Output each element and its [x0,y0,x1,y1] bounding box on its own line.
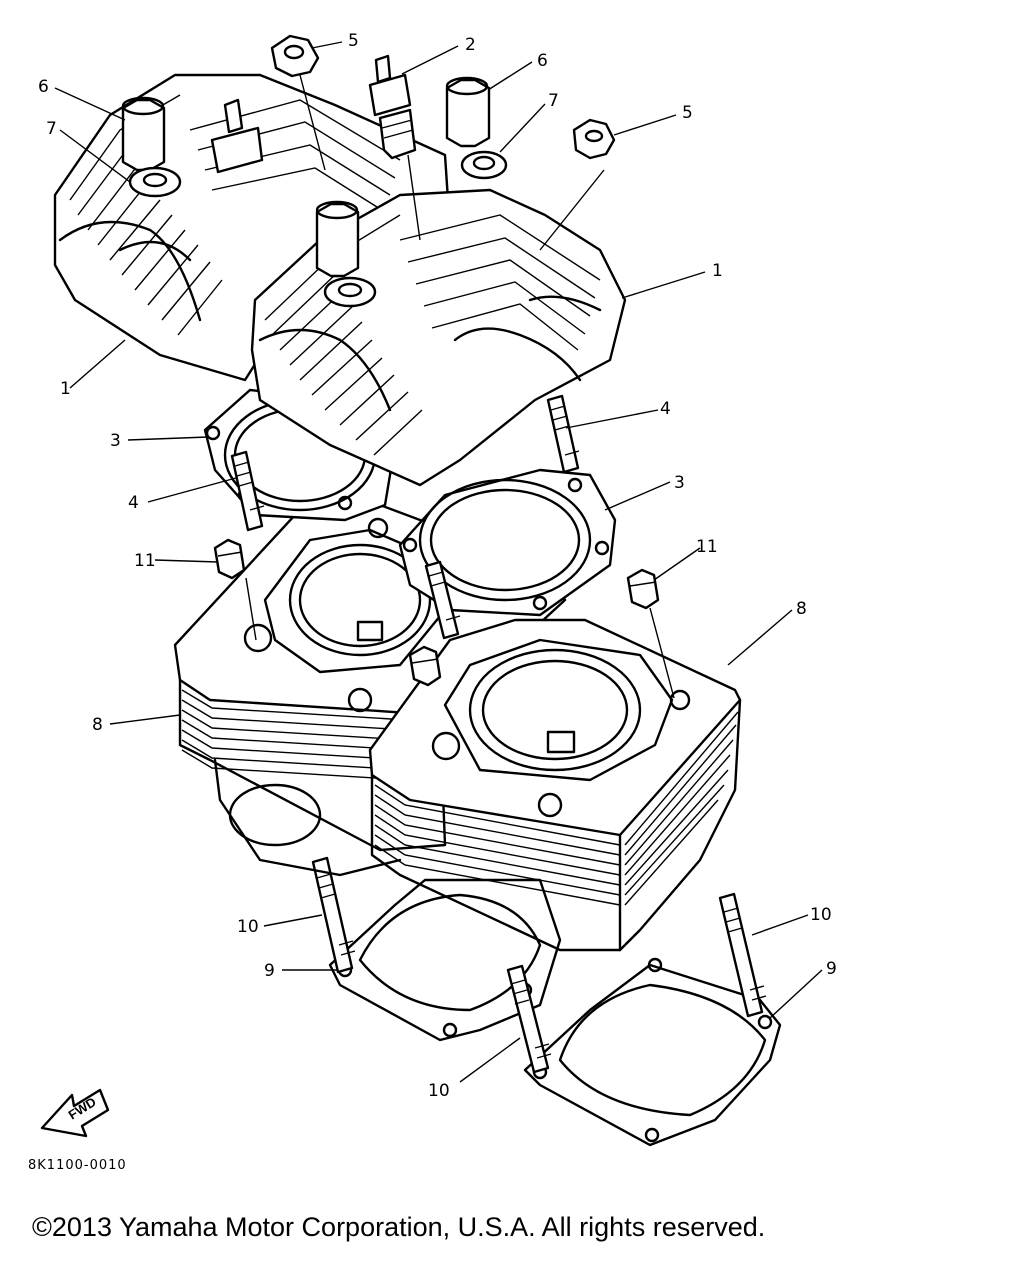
callout-8: 8 [92,715,103,735]
nut-5-top [270,34,320,78]
callout-10: 10 [237,917,259,937]
plug-bolt-center [408,645,442,687]
callout-1: 1 [60,379,71,399]
leader-lines [54,41,823,1083]
copyright-notice: ©2013 Yamaha Motor Corporation, U.S.A. A… [32,1212,766,1242]
nut-5-right [572,118,616,160]
callout-11: 11 [134,551,156,571]
plug-bolt-left [213,538,246,580]
washer-7-left [128,166,182,198]
head-stud-6-center [315,200,360,278]
spark-plug-left-head [210,98,264,174]
base-stud-front [506,964,552,1074]
callout-6: 6 [537,51,548,71]
fwd-arrow-icon: FWD [40,1088,110,1138]
callout-2: 2 [465,35,476,55]
head-stud-left [230,450,265,532]
cylinder-stud-left [424,560,461,640]
washer-7-right [460,150,508,180]
head-stud-6-left [121,96,166,172]
callout-10: 10 [810,905,832,925]
callout-7: 7 [46,119,57,139]
drawing-code: 8K1100-0010 [28,1158,127,1173]
callout-3: 3 [674,473,685,493]
base-stud-right-rear [718,892,767,1018]
cylinder-right [368,618,742,952]
callout-1: 1 [712,261,723,281]
base-gasket-left [328,878,562,1042]
plug-bolt-right [626,568,660,610]
callout-3: 3 [110,431,121,451]
callout-10: 10 [428,1081,450,1101]
callout-9: 9 [826,959,837,979]
callout-4: 4 [660,399,671,419]
callout-7: 7 [548,91,559,111]
washer-7-center [323,276,377,308]
callout-9: 9 [264,961,275,981]
base-stud-left-rear [311,856,356,974]
callout-6: 6 [38,77,49,97]
head-stud-6-right [445,76,491,148]
callout-4: 4 [128,493,139,513]
callout-5: 5 [682,103,693,123]
callout-labels: 6 7 5 2 6 7 5 1 1 3 4 4 3 11 11 8 8 10 1… [38,31,837,1101]
head-gasket-right [398,468,617,617]
callout-8: 8 [796,599,807,619]
head-stud-right [546,394,580,474]
callout-11: 11 [696,537,718,557]
spark-plug-2 [368,54,417,160]
callout-5: 5 [348,31,359,51]
